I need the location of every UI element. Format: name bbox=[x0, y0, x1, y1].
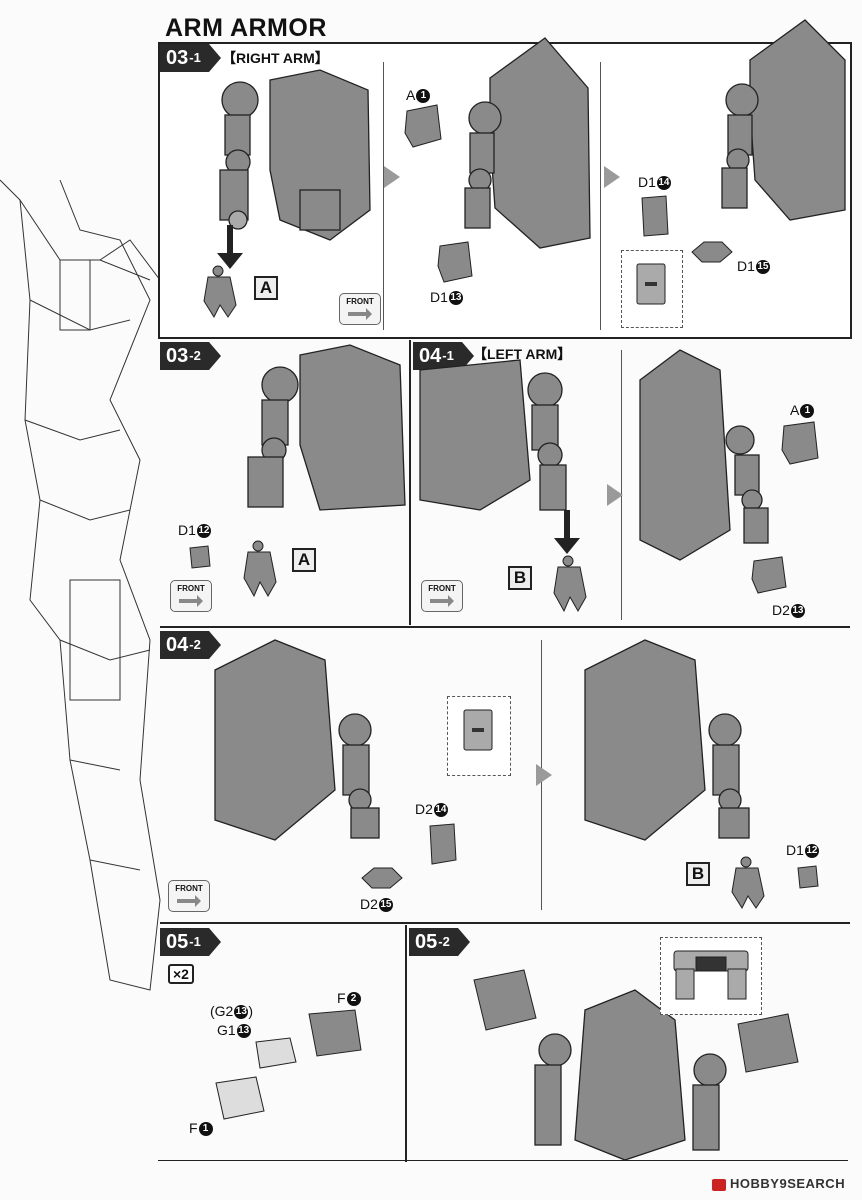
tag-a: A bbox=[292, 548, 316, 572]
divider bbox=[383, 62, 384, 330]
front-indicator: FRONT bbox=[421, 580, 463, 612]
step-04-2-badge: 04-2 bbox=[160, 631, 221, 659]
armor-part-illustration bbox=[641, 195, 669, 237]
hand-part-illustration bbox=[553, 555, 587, 613]
armor-part-illustration bbox=[781, 421, 819, 465]
step-05-1-badge: 05-1 bbox=[160, 928, 221, 956]
armor-part-illustration bbox=[361, 867, 403, 889]
left-arm-label: 【LEFT ARM】 bbox=[473, 346, 572, 362]
armor-part-illustration bbox=[437, 241, 473, 283]
robot-torso-illustration bbox=[721, 19, 846, 221]
armor-part-illustration bbox=[308, 1009, 362, 1057]
robot-torso-illustration bbox=[464, 37, 591, 249]
row-divider bbox=[160, 922, 850, 924]
next-arrow bbox=[604, 166, 620, 188]
armor-part-illustration bbox=[255, 1037, 297, 1069]
robot-torso-illustration bbox=[639, 349, 769, 561]
armor-part-illustration bbox=[691, 241, 733, 263]
detail-part-illustration bbox=[636, 263, 666, 305]
quantity-badge: ×2 bbox=[168, 964, 194, 984]
robot-torso-illustration bbox=[219, 69, 371, 241]
armor-part-illustration bbox=[404, 104, 442, 148]
step-04-1-badge: 04-1 bbox=[413, 342, 474, 370]
armor-part-illustration bbox=[473, 969, 537, 1031]
panel-divider bbox=[409, 340, 411, 625]
armor-part-illustration bbox=[797, 865, 819, 889]
step-03-1-badge: 03-1 bbox=[160, 44, 221, 72]
brand-logo-icon bbox=[712, 1178, 726, 1191]
next-arrow bbox=[384, 166, 400, 188]
right-arm-label: 【RIGHT ARM】 bbox=[222, 50, 329, 66]
hand-part-illustration bbox=[731, 856, 765, 910]
robot-torso-illustration bbox=[534, 989, 727, 1161]
detail-part-illustration bbox=[463, 709, 493, 751]
footer-brand: HOBBY9SEARCH bbox=[712, 1176, 845, 1191]
detail-part-illustration bbox=[673, 950, 749, 1000]
hand-part-illustration bbox=[203, 265, 237, 319]
section-title: ARM ARMOR bbox=[165, 14, 327, 42]
robot-torso-illustration bbox=[419, 359, 567, 511]
row-divider bbox=[160, 337, 850, 339]
panel-divider bbox=[405, 925, 407, 1162]
tag-b: B bbox=[686, 862, 710, 886]
down-arrow bbox=[554, 510, 580, 554]
bottom-frame bbox=[158, 1160, 848, 1161]
armor-part-illustration bbox=[737, 1013, 799, 1073]
tag-a: A bbox=[254, 276, 278, 300]
next-arrow bbox=[536, 764, 552, 786]
front-indicator: FRONT bbox=[168, 880, 210, 912]
hand-part-illustration bbox=[243, 540, 277, 598]
robot-torso-illustration bbox=[584, 639, 750, 841]
divider bbox=[600, 62, 601, 330]
armor-part-illustration bbox=[189, 545, 211, 569]
robot-torso-illustration bbox=[214, 639, 380, 841]
armor-part-illustration bbox=[215, 1076, 265, 1120]
step-05-2-badge: 05-2 bbox=[409, 928, 470, 956]
background-line-art bbox=[0, 179, 161, 991]
row-divider bbox=[160, 626, 850, 628]
front-indicator: FRONT bbox=[170, 580, 212, 612]
down-arrow bbox=[217, 225, 243, 269]
tag-b: B bbox=[508, 566, 532, 590]
next-arrow bbox=[607, 484, 623, 506]
armor-part-illustration bbox=[751, 556, 787, 594]
front-indicator: FRONT bbox=[339, 293, 381, 325]
armor-part-illustration bbox=[429, 823, 457, 865]
step-03-2-badge: 03-2 bbox=[160, 342, 221, 370]
robot-torso-illustration bbox=[247, 344, 406, 511]
